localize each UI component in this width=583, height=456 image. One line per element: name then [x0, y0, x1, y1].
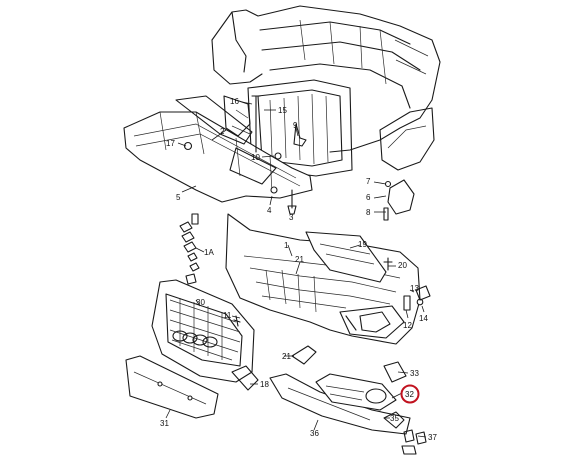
callout-10: 10 [251, 153, 260, 162]
callout-5: 5 [176, 193, 181, 202]
callout-32: 32 [405, 390, 414, 399]
callout-16: 16 [230, 97, 239, 106]
bumper-bracket [305, 231, 393, 283]
callout-18: 18 [260, 380, 269, 389]
callout-14: 14 [419, 314, 428, 323]
callout-19: 19 [358, 240, 367, 249]
callout-labels: 1 1A 2 3 4 5 6 7 8 9 10 11 12 13 14 15 1… [160, 97, 437, 442]
callout-13: 13 [410, 284, 419, 293]
callout-6: 6 [366, 193, 371, 202]
fog-lamp-grille [315, 361, 407, 411]
callout-21-upper: 21 [295, 255, 304, 264]
callout-35: 35 [390, 414, 399, 423]
callout-12: 12 [403, 321, 412, 330]
trim-strip [231, 365, 259, 391]
impact-beam-assembly [123, 95, 313, 203]
callout-4: 4 [267, 206, 272, 215]
callout-33: 33 [410, 369, 419, 378]
callout-36: 36 [310, 429, 319, 438]
callout-11: 11 [223, 311, 232, 320]
radiator-grille [151, 279, 255, 383]
callout-1a: 1A [204, 248, 214, 257]
callout-30: 30 [196, 298, 205, 307]
highlight-ring-32 [400, 384, 420, 404]
fastener-set-1a [179, 213, 200, 285]
right-fasteners [403, 285, 431, 311]
callout-2: 2 [220, 127, 225, 136]
leader-lines [165, 101, 427, 438]
callout-37: 37 [428, 433, 437, 442]
fasteners-upper [183, 95, 415, 221]
towing-eye-cap [291, 345, 317, 365]
callout-21-lower: 21 [282, 352, 291, 361]
lower-fasteners [383, 411, 427, 455]
callout-17: 17 [166, 139, 175, 148]
callout-1: 1 [284, 241, 289, 250]
licence-plate-bracket [125, 355, 219, 419]
callout-3: 3 [289, 213, 294, 222]
callout-31: 31 [160, 419, 169, 428]
front-spoiler [269, 373, 411, 435]
callout-20: 20 [398, 261, 407, 270]
callout-7: 7 [366, 177, 371, 186]
callout-8: 8 [366, 208, 371, 217]
vehicle-body-front-structure [211, 5, 441, 177]
callout-15: 15 [278, 106, 287, 115]
callout-9: 9 [293, 121, 298, 130]
